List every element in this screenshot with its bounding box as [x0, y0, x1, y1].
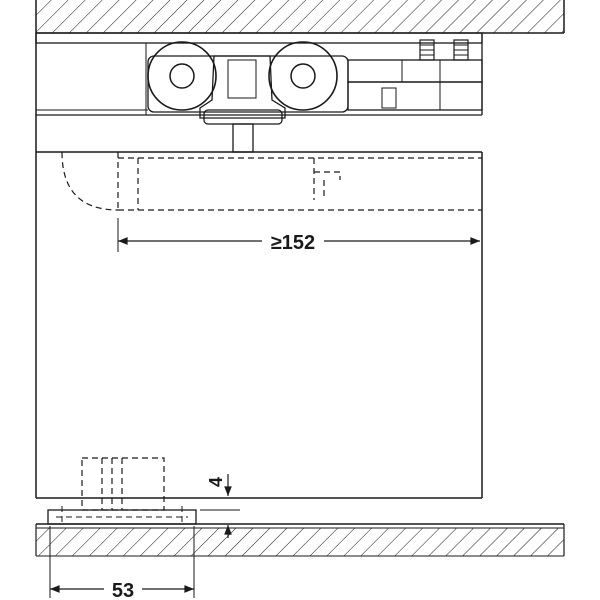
- guide-width-label: 53: [112, 580, 134, 600]
- damper-screw-right: [453, 39, 469, 61]
- dimension-gap: ≥152: [117, 218, 480, 254]
- floor-structure: [35, 523, 565, 557]
- floor-guide: [61, 457, 183, 522]
- hidden-clearance-outline: [61, 151, 482, 211]
- roller-carriage: [147, 41, 349, 153]
- damper-screw-left: [419, 39, 435, 61]
- dimension-guide-width: 53: [49, 526, 195, 600]
- floor-offset-label: 4: [206, 477, 226, 487]
- floor-plate: [47, 509, 197, 525]
- soft-close-damper: [347, 39, 483, 111]
- top-track-profile: [35, 32, 483, 116]
- gap-dimension-label: ≥152: [271, 232, 315, 254]
- left-roller: [147, 41, 217, 111]
- right-roller: [268, 41, 338, 111]
- carriage-bolt: [232, 123, 254, 153]
- ceiling-structure: [35, 0, 565, 34]
- door-panel: [35, 33, 483, 499]
